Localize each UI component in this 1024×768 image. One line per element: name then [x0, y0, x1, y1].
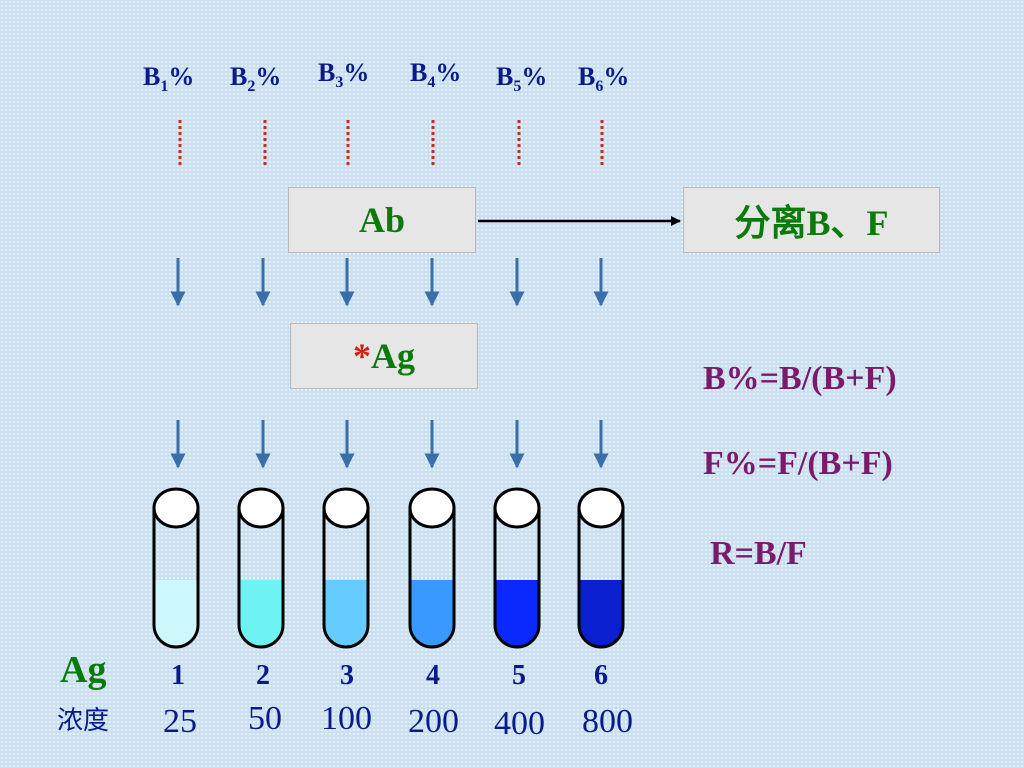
- asterisk-mark: *: [353, 336, 371, 376]
- test-tube-5: [493, 487, 541, 649]
- concentration-6: 800: [582, 703, 633, 740]
- tube-rim-4: [408, 487, 456, 529]
- b-percent-formula: B%=B/(B+F): [703, 360, 897, 397]
- labeled-antigen-box: *Ag: [290, 323, 478, 389]
- tube-body-3: [322, 508, 370, 649]
- tube-liquid-4: [410, 580, 454, 647]
- tube-body-1: [152, 508, 200, 649]
- tube-body-2: [237, 508, 285, 649]
- tube-body-5: [493, 508, 541, 649]
- antibody-box: Ab: [288, 187, 476, 253]
- test-tube-6: [577, 487, 625, 649]
- b6-percent-label: B6%: [578, 62, 630, 96]
- tube-rim-2: [237, 487, 285, 529]
- tube-rim-3: [322, 487, 370, 529]
- tube-liquid-6: [579, 580, 623, 647]
- separate-bf-box: 分离B、F: [683, 187, 940, 253]
- tube-number-3: 3: [340, 660, 354, 691]
- b3-percent-label: B3%: [318, 58, 370, 92]
- tube-liquid-1: [154, 580, 198, 647]
- test-tube-3: [322, 487, 370, 649]
- concentration-4: 200: [408, 703, 459, 740]
- tube-rim-6: [577, 487, 625, 529]
- test-tube-2: [237, 487, 285, 649]
- test-tube-4: [408, 487, 456, 649]
- tube-number-6: 6: [594, 660, 608, 691]
- test-tubes: [152, 487, 625, 649]
- concentration-label: 浓度: [57, 706, 110, 736]
- b2-percent-label: B2%: [230, 62, 282, 96]
- test-tube-1: [152, 487, 200, 649]
- ag-label: Ag: [60, 649, 107, 691]
- b1-percent-label: B1%: [143, 62, 195, 96]
- concentration-3: 100: [321, 700, 372, 737]
- b5-percent-label: B5%: [496, 62, 548, 96]
- tube-number-2: 2: [256, 660, 270, 691]
- tube-rim-5: [493, 487, 541, 529]
- tube-rim-1: [152, 487, 200, 529]
- tube-liquid-5: [495, 580, 539, 647]
- tube-liquid-3: [324, 580, 368, 647]
- tube-number-5: 5: [512, 660, 526, 691]
- ratio-formula: R=B/F: [710, 535, 807, 572]
- concentration-2: 50: [248, 700, 282, 737]
- tube-body-6: [577, 508, 625, 649]
- tube-number-4: 4: [426, 660, 440, 691]
- tube-body-4: [408, 508, 456, 649]
- tube-liquid-2: [239, 580, 283, 647]
- b4-percent-label: B4%: [410, 58, 462, 92]
- tube-number-1: 1: [171, 660, 185, 691]
- f-percent-formula: F%=F/(B+F): [703, 445, 893, 482]
- concentration-1: 25: [163, 703, 197, 740]
- concentration-5: 400: [494, 705, 545, 742]
